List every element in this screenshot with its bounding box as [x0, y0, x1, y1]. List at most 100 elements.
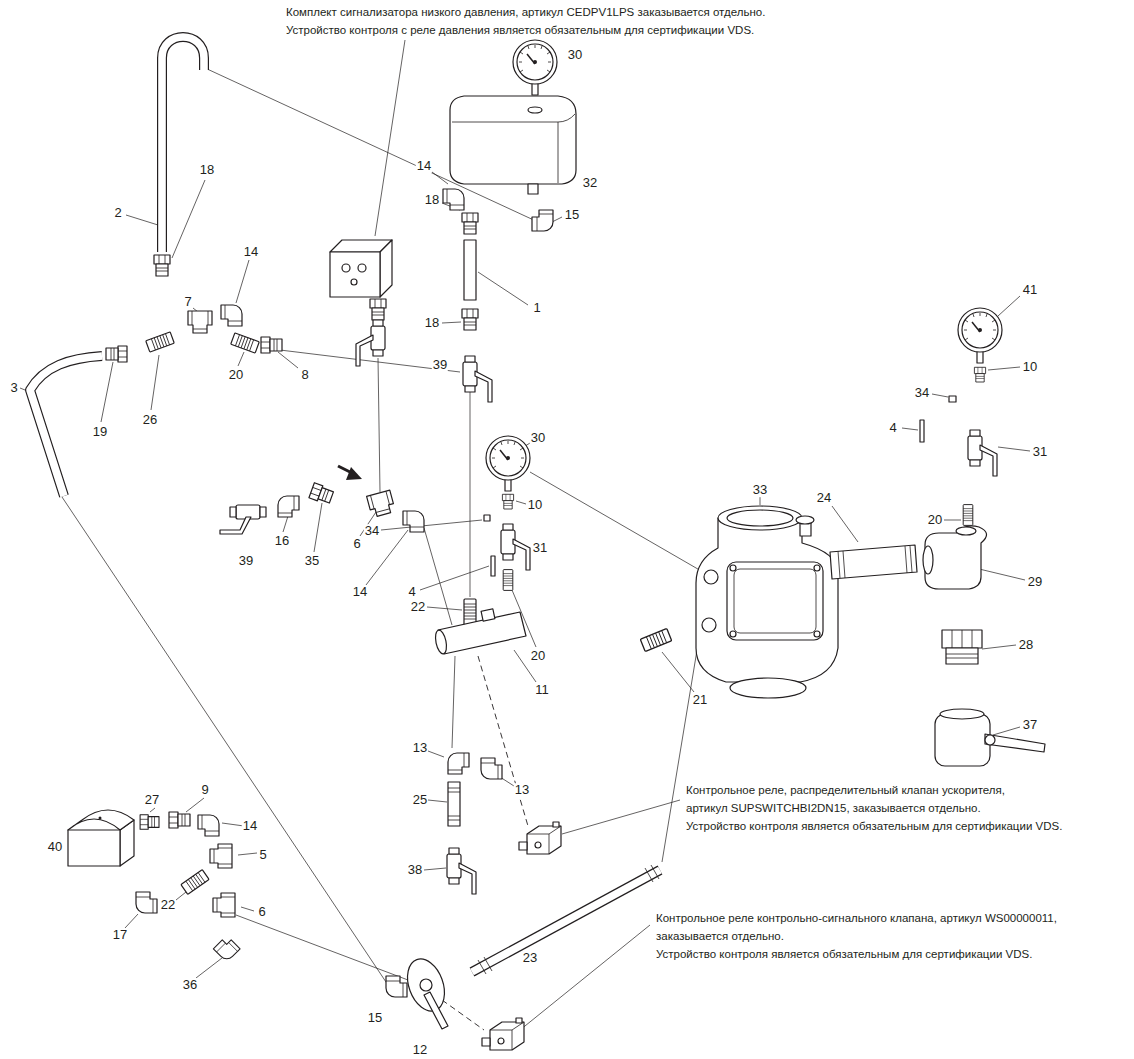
callout-number: 18	[199, 163, 215, 177]
callout-number: 10	[1022, 360, 1038, 374]
callout-number: 14	[352, 585, 368, 599]
bottom-assembly	[386, 865, 660, 1050]
callout-number: 17	[112, 928, 128, 942]
callout-number: 16	[274, 534, 290, 548]
callout-number: 21	[692, 693, 708, 707]
note-text: Контрольное реле, распределительный клап…	[685, 784, 1006, 796]
alarm-valve	[640, 506, 917, 698]
fitting-part	[513, 40, 557, 95]
drain-assembly	[220, 466, 424, 534]
callout-number: 40	[47, 840, 63, 854]
callout-number: 39	[432, 358, 448, 372]
fitting-part	[198, 815, 219, 836]
callout-number: 4	[407, 585, 416, 599]
callout-number: 22	[160, 898, 176, 912]
fitting-part	[958, 308, 1002, 363]
callout-number: 18	[424, 316, 440, 330]
fitting-part	[221, 305, 242, 326]
callout-number: 41	[1022, 283, 1038, 297]
fitting-part	[448, 753, 469, 774]
fitting-part	[106, 346, 127, 362]
fitting-part	[136, 892, 157, 913]
callout-number: 22	[410, 600, 426, 614]
fitting-part	[447, 848, 476, 894]
air-compressor-switch	[68, 810, 240, 962]
callout-number: 24	[816, 491, 832, 505]
fitting-part	[220, 505, 266, 534]
fitting-part	[140, 815, 159, 829]
callout-number: 35	[304, 554, 320, 568]
callout-number: 38	[407, 863, 423, 877]
callout-number: 15	[367, 1011, 383, 1025]
fitting-part	[278, 496, 299, 517]
fitting-part	[370, 299, 386, 320]
fitting-part	[231, 333, 260, 353]
fitting-part	[502, 494, 513, 509]
note-text: Контрольное реле контрольно-сигнального …	[655, 912, 1058, 924]
callout-number: 6	[257, 905, 266, 919]
callout-number: 14	[242, 819, 258, 833]
callout-number: 26	[142, 413, 158, 427]
callout-number: 20	[530, 649, 546, 663]
callout-number: 2	[113, 206, 122, 220]
callout-number: 37	[1022, 718, 1038, 732]
callout-number: 28	[1018, 638, 1034, 652]
fitting-part	[386, 976, 407, 997]
fitting-part	[501, 524, 530, 570]
fitting-part	[356, 320, 385, 366]
callout-number: 23	[522, 951, 538, 965]
fitting-part	[486, 436, 530, 491]
fitting-part	[213, 893, 235, 917]
note-text: Комплект сигнализатора низкого давления,…	[285, 6, 766, 18]
fitting-part	[443, 189, 464, 210]
fitting-part	[309, 483, 334, 505]
fitting-part	[169, 812, 190, 828]
callout-number: 31	[532, 541, 548, 555]
callout-number: 27	[144, 793, 160, 807]
callout-number: 25	[412, 793, 428, 807]
central-column	[434, 40, 576, 894]
callout-number: 18	[424, 193, 440, 207]
callout-number: 13	[412, 741, 428, 755]
callout-number: 20	[927, 513, 943, 527]
note-text: Устройство контроля является обязательны…	[655, 948, 1033, 960]
callout-number: 14	[416, 159, 432, 173]
fitting-part	[532, 210, 553, 231]
fitting-part	[188, 311, 212, 333]
note-text: Устройство контроля является обязательны…	[685, 820, 1063, 832]
fitting-part	[481, 758, 502, 779]
fitting-part	[462, 309, 478, 330]
fitting-part	[213, 935, 240, 962]
fitting-part	[974, 367, 985, 382]
leader-lines	[20, 40, 1030, 1030]
callout-number: 4	[888, 421, 897, 435]
callout-number: 15	[564, 208, 580, 222]
callout-number: 10	[527, 498, 543, 512]
callout-number: 13	[514, 783, 530, 797]
callout-number: 20	[228, 368, 244, 382]
callout-number: 29	[1027, 575, 1043, 589]
fitting-part	[968, 430, 997, 476]
callout-number: 31	[1032, 445, 1048, 459]
callout-number: 36	[182, 978, 198, 992]
low-pressure-switch	[330, 240, 392, 366]
callout-number: 30	[567, 48, 583, 62]
right-assembly	[920, 308, 1045, 766]
note-text: артикул SUPSWITCHBI2DN15, заказывается о…	[685, 802, 982, 814]
callout-number: 19	[92, 425, 108, 439]
fitting-part	[482, 1018, 524, 1050]
callout-number: 1	[532, 301, 541, 315]
callout-number: 6	[352, 537, 361, 551]
callout-number: 11	[534, 683, 550, 697]
fitting-part	[464, 599, 476, 625]
callout-number: 33	[752, 483, 768, 497]
fitting-part	[146, 332, 175, 352]
fitting-part	[519, 822, 561, 854]
fitting-part	[462, 213, 478, 234]
callout-number: 7	[183, 295, 192, 309]
callout-number: 12	[412, 1043, 428, 1057]
fitting-part	[963, 505, 973, 526]
fitting-part	[154, 255, 170, 276]
